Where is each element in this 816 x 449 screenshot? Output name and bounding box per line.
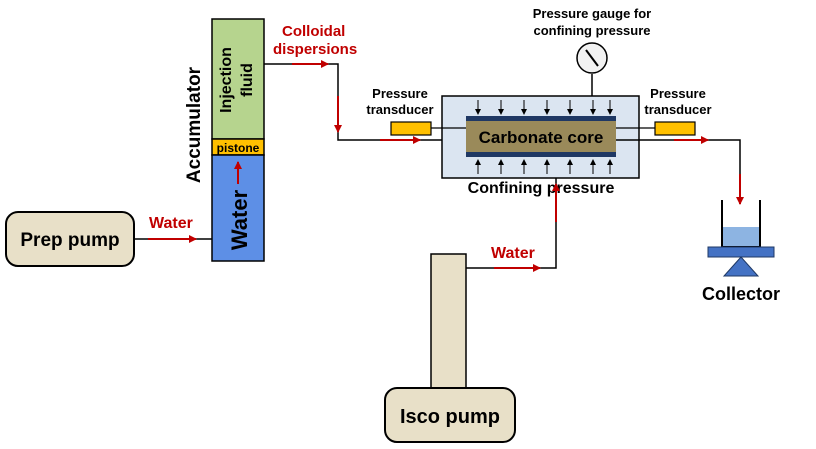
transducer-left-label-line2: transducer: [366, 102, 433, 117]
isco-pump-column: [430, 253, 467, 393]
confining-arrows-bottom: [475, 159, 613, 174]
injection-fluid-label-line2: fluid: [239, 63, 256, 97]
confining-arrows-top: [475, 100, 613, 115]
collector-plate: [707, 246, 775, 258]
prep-pump: Prep pump: [5, 211, 135, 267]
pistone-label: pistone: [217, 141, 260, 155]
core-holder: Carbonate core Confining pressure: [441, 95, 640, 197]
core-bottom-plate: [466, 152, 616, 157]
water-accumulator-label: Water: [227, 189, 252, 250]
collector-base: [722, 256, 760, 277]
transducer-right-label-line2: transducer: [644, 102, 711, 117]
pressure-gauge-icon: [576, 42, 608, 96]
carbonate-core: [466, 121, 616, 152]
core-top-plate: [466, 116, 616, 121]
pressure-gauge-label-line2: confining pressure: [533, 23, 650, 38]
transducer-right-label-line1: Pressure: [650, 86, 706, 101]
injection-fluid-label-line1: Injection: [218, 47, 235, 113]
collector-fluid: [722, 227, 760, 247]
confining-pressure-label: Confining pressure: [468, 180, 615, 197]
isco-pump-body: [384, 387, 516, 443]
colloidal-label-line2: dispersions: [273, 41, 357, 58]
prep-pump-label: Prep pump: [20, 230, 119, 251]
colloidal-label-line1: Colloidal: [282, 23, 345, 40]
accumulator-label: Accumulator: [184, 66, 205, 183]
water-isco-label: Water: [491, 245, 535, 262]
transducer-left-label-line1: Pressure: [372, 86, 428, 101]
accumulator: pistone Injection fluid Water: [211, 18, 265, 262]
pressure-gauge-label-line1: Pressure gauge for: [533, 6, 652, 21]
injection-fluid-chamber: [211, 18, 265, 140]
isco-pump-label: Isco pump: [400, 406, 500, 428]
collector-stand-icon: [707, 200, 775, 277]
water-prep-label: Water: [149, 215, 193, 232]
pressure-transducer-left: [390, 121, 432, 136]
collector-label: Collector: [702, 284, 780, 304]
carbonate-core-label: Carbonate core: [479, 128, 604, 147]
pressure-transducer-right: [654, 121, 696, 136]
isco-pump: Isco pump: [384, 253, 516, 443]
